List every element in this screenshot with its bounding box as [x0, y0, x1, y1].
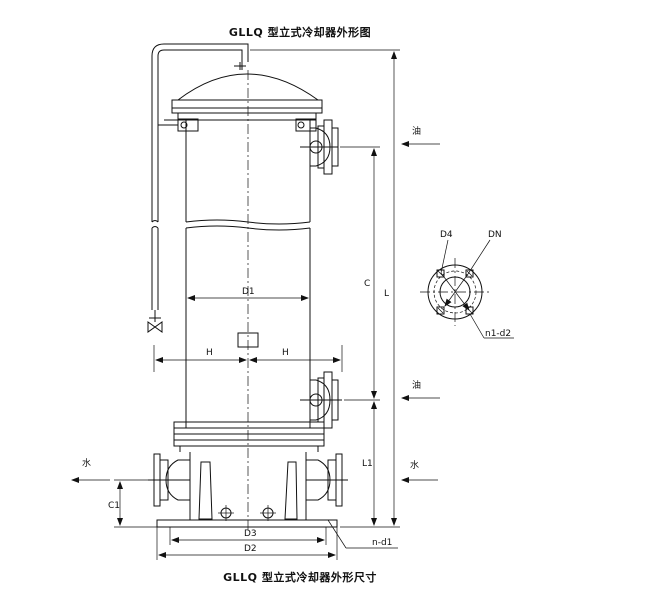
dim-C: C: [364, 279, 370, 289]
flange-detail: D4 DN n1-d2: [420, 230, 514, 339]
water-left-label: 水: [82, 457, 91, 469]
water-outlet-port: [306, 453, 348, 507]
dim-H-left: H: [206, 348, 213, 358]
oil-inlet-port: [300, 119, 339, 175]
detail-n1-d2: n1-d2: [485, 329, 511, 339]
oil-outlet-port: [300, 371, 342, 429]
detail-DN: DN: [488, 230, 502, 240]
water-inlet-port: [148, 453, 190, 507]
cooler-body: [156, 62, 338, 530]
dim-L: L: [384, 289, 389, 299]
drawing-title: GLLQ 型立式冷却器外形图: [229, 25, 371, 39]
water-right-label: 水: [410, 459, 419, 471]
detail-D4: D4: [440, 230, 453, 240]
drawing-caption: GLLQ 型立式冷却器外形尺寸: [223, 570, 377, 584]
dim-D2: D2: [244, 544, 257, 554]
dim-H-right: H: [282, 348, 289, 358]
dimension-lines: D1 H H C L L1 C1 D3 D2: [108, 49, 400, 560]
oil-inlet-label: 油: [412, 125, 421, 137]
flow-arrows: 油 油 水 水: [71, 125, 440, 483]
dim-L1: L1: [362, 459, 373, 469]
dim-D1: D1: [242, 287, 255, 297]
drain-pipe: [147, 43, 249, 333]
oil-outlet-label: 油: [412, 379, 421, 391]
dim-D3: D3: [244, 529, 257, 539]
dim-n-d1: n-d1: [372, 538, 392, 548]
dim-C1: C1: [108, 501, 120, 511]
